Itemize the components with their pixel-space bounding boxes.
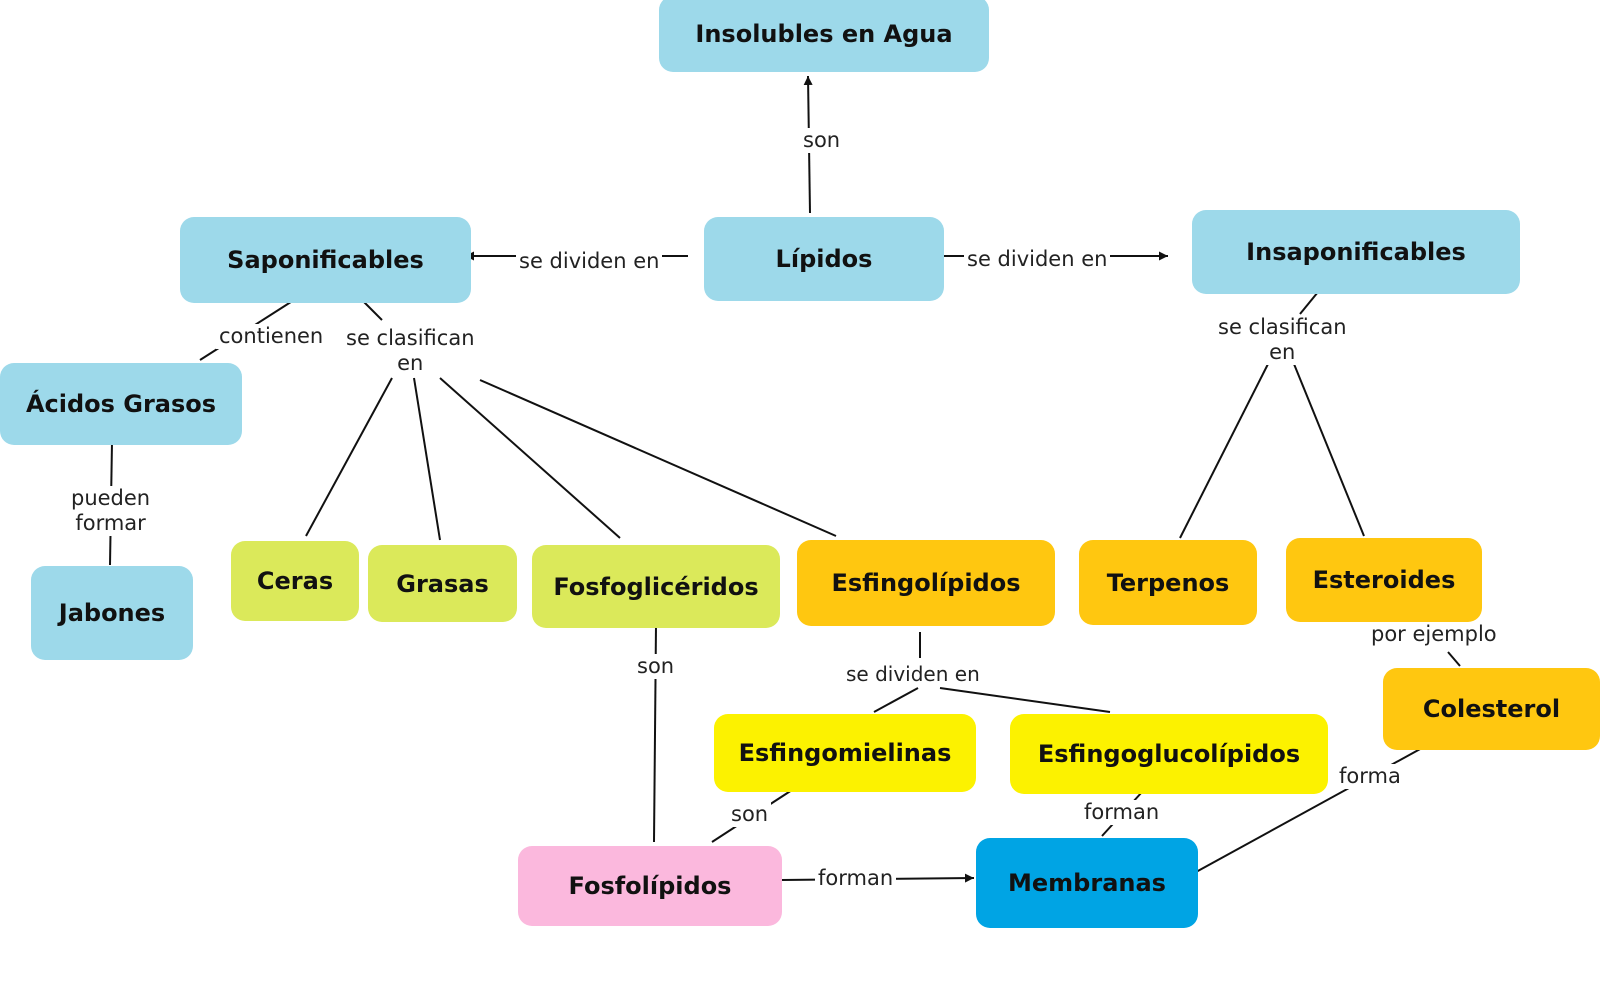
- node-grasas[interactable]: Grasas: [368, 545, 517, 622]
- node-insolubles-en-agua[interactable]: Insolubles en Agua: [659, 0, 989, 72]
- link-label-se-dividen-left: se dividen en: [516, 249, 663, 274]
- link-label-por-ejemplo: por ejemplo: [1368, 622, 1500, 647]
- connector-clasifican-grasas: [413, 377, 441, 541]
- node-saponificables[interactable]: Saponificables: [180, 217, 471, 303]
- node-fosfogliceridos[interactable]: Fosfoglicéridos: [532, 545, 780, 628]
- node-acidos-grasos[interactable]: Ácidos Grasos: [0, 363, 242, 445]
- link-label-se-dividen-right: se dividen en: [964, 247, 1111, 272]
- link-label-forman-fosfolipidos: forman: [815, 866, 897, 891]
- link-label-se-clasifican-right: se clasifican en: [1215, 315, 1350, 365]
- node-fosfolipidos[interactable]: Fosfolípidos: [518, 846, 782, 926]
- link-label-contienen: contienen: [216, 324, 327, 349]
- link-label-forman-esfingoglucolipidos: forman: [1081, 800, 1163, 825]
- node-esfingolipidos[interactable]: Esfingolípidos: [797, 540, 1055, 626]
- connector-clasifican-terpenos: [1179, 363, 1269, 539]
- node-insaponificables[interactable]: Insaponificables: [1192, 210, 1520, 294]
- connector-porejemplo-colesterol: [1447, 651, 1461, 667]
- connector-insaponificables-clasifican: [1299, 291, 1319, 315]
- connector-saponificables-clasifican: [361, 299, 383, 321]
- link-label-son-top: son: [800, 128, 844, 153]
- node-esfingoglucolipidos[interactable]: Esfingoglucolípidos: [1010, 714, 1328, 794]
- connector-clasifican-ceras: [305, 377, 393, 537]
- link-label-forma-colesterol: forma: [1336, 764, 1404, 789]
- node-esfingomielinas[interactable]: Esfingomielinas: [714, 714, 976, 792]
- node-jabones[interactable]: Jabones: [31, 566, 193, 660]
- link-label-son-esfingomielinas: son: [728, 802, 772, 827]
- connector-clasifican-fosfogliceridos: [439, 377, 621, 539]
- link-label-se-dividen-esfingolipidos: se dividen en: [843, 662, 983, 687]
- node-terpenos[interactable]: Terpenos: [1079, 540, 1257, 625]
- node-membranas[interactable]: Membranas: [976, 838, 1198, 928]
- link-label-pueden-formar: pueden formar: [68, 486, 154, 536]
- connector-clasifican-esteroides: [1293, 363, 1365, 537]
- node-esteroides[interactable]: Esteroides: [1286, 538, 1482, 622]
- node-ceras[interactable]: Ceras: [231, 541, 359, 621]
- connector-dividen-esfingomielinas: [873, 687, 919, 713]
- node-colesterol[interactable]: Colesterol: [1383, 668, 1600, 750]
- link-label-son-fosfogliceridos: son: [634, 654, 678, 679]
- node-lipidos[interactable]: Lípidos: [704, 217, 944, 301]
- connector-dividen-esfingoglucolipidos: [939, 687, 1111, 713]
- connector-clasifican-esfingolipidos: [479, 379, 837, 537]
- link-label-se-clasifican-left: se clasifican en: [343, 326, 478, 376]
